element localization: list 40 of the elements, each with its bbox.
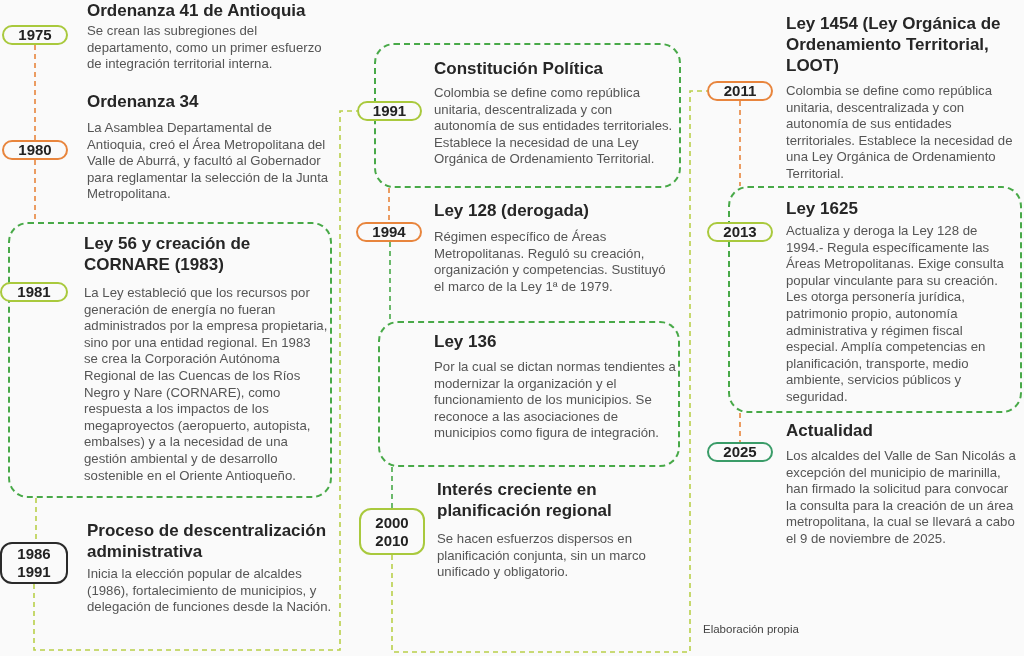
connector-line <box>739 100 741 187</box>
year-pill: 1975 <box>2 25 68 45</box>
year-pill: 1991 <box>357 101 422 121</box>
event-title: Interés creciente en planificación regional <box>437 479 613 521</box>
event-description: Actualiza y deroga la Ley 128 de 1994.- Regula específicamente las Áreas Metropolitanas. Exige consulta popular vinculante para su creación. Les otorga personería jurídica, patrimonio propio, autonomía administrativa y régimen fiscal especial. Amplía competencias en planificación, transporte, medio ambiente, servicios públicos y seguridad. <box>786 223 1005 406</box>
event-description: Se crean las subregiones del departamento, como un primer esfuerzo de integración territorial interna. <box>87 23 323 73</box>
event-title: Proceso de descentralización administrativa <box>87 520 327 562</box>
connector-line <box>739 412 741 443</box>
year-pill: 2025 <box>707 442 773 462</box>
event-description: Colombia se define como república unitaria, descentralizada y con autonomía de sus entidades territoriales. Establece la necesidad de una Ley Orgánica de Ordenamiento Territorial. <box>786 83 1014 183</box>
event-description: Por la cual se dictan normas tendientes a modernizar la organización y el funcionamiento de los municipios. Se reconoce a las asociaciones de municipios como figura de integración. <box>434 359 676 442</box>
source-note: Elaboración propia <box>703 622 799 636</box>
connector-line <box>389 241 391 322</box>
year-pill: 1994 <box>356 222 422 242</box>
event-title: Ley 128 (derogada) <box>434 200 590 221</box>
event-title: Ordenanza 34 <box>87 91 200 112</box>
year-pill: 1981 <box>0 282 68 302</box>
connector-line <box>388 187 390 223</box>
year-pill: 2013 <box>707 222 773 242</box>
year-pill: 2011 <box>707 81 773 101</box>
event-description: Se hacen esfuerzos dispersos en planificación conjunta, sin un marco unificado y obligatorio. <box>437 531 647 581</box>
event-description: Inicia la elección popular de alcaldes (1986), fortalecimiento de municipios, y delegación de funciones desde la Nación. <box>87 566 332 616</box>
event-description: Régimen específico de Áreas Metropolitanas. Reguló su creación, organización y competencias. Sustituyó el marco de la Ley 1ª de 1979. <box>434 229 667 296</box>
event-title: Constitución Política <box>434 58 605 79</box>
connector-line <box>34 44 36 141</box>
event-title: Ley 56 y creación de CORNARE (1983) <box>84 233 252 275</box>
year-pill: 1986 1991 <box>0 542 68 584</box>
year-pill: 1980 <box>2 140 68 160</box>
event-description: Colombia se define como república unitaria, descentralizada y con autonomía de sus entidades territoriales. Establece la necesidad de una Ley Orgánica de Ordenamiento Territorial. <box>434 85 674 168</box>
event-title: Ley 136 <box>434 331 498 352</box>
event-title: Ley 1454 (Ley Orgánica de Ordenamiento Territorial, LOOT) <box>786 13 1002 76</box>
event-title: Ley 1625 <box>786 198 859 219</box>
event-description: Los alcaldes del Valle de San Nicolás a excepción del municipio de marinilla, han firmado la solicitud para convocar la consulta para la creación de un área metropolitana, la cual se llevará a cabo el 9 de noviembre de 2025. <box>786 448 1017 548</box>
event-description: La Asamblea Departamental de Antioquia, creó el Área Metropolitana del Valle de Aburrá, y facultó al Gobernador para reglamentar la selección de la Junta Metropolitana. <box>87 120 330 203</box>
event-card <box>378 321 680 467</box>
event-title: Actualidad <box>786 420 874 441</box>
event-description: La Ley estableció que los recursos por generación de energía no fueran administrados por la empresa propietaria, sino por una entidad regional. En 1983 se crea la Corporación Autónoma Regional de las Cuencas de los Ríos Negro y Nare (CORNARE), como respuesta a los impactos de los megaproyectos (aeropuerto, autopista, embalses) y a la necesidad de una gestión ambiental y de desarrollo sostenible en el Oriente Antioqueño. <box>84 285 328 485</box>
connector-line <box>391 466 393 509</box>
event-title: Ordenanza 41 de Antioquia <box>87 0 307 21</box>
year-pill: 2000 2010 <box>359 508 425 555</box>
